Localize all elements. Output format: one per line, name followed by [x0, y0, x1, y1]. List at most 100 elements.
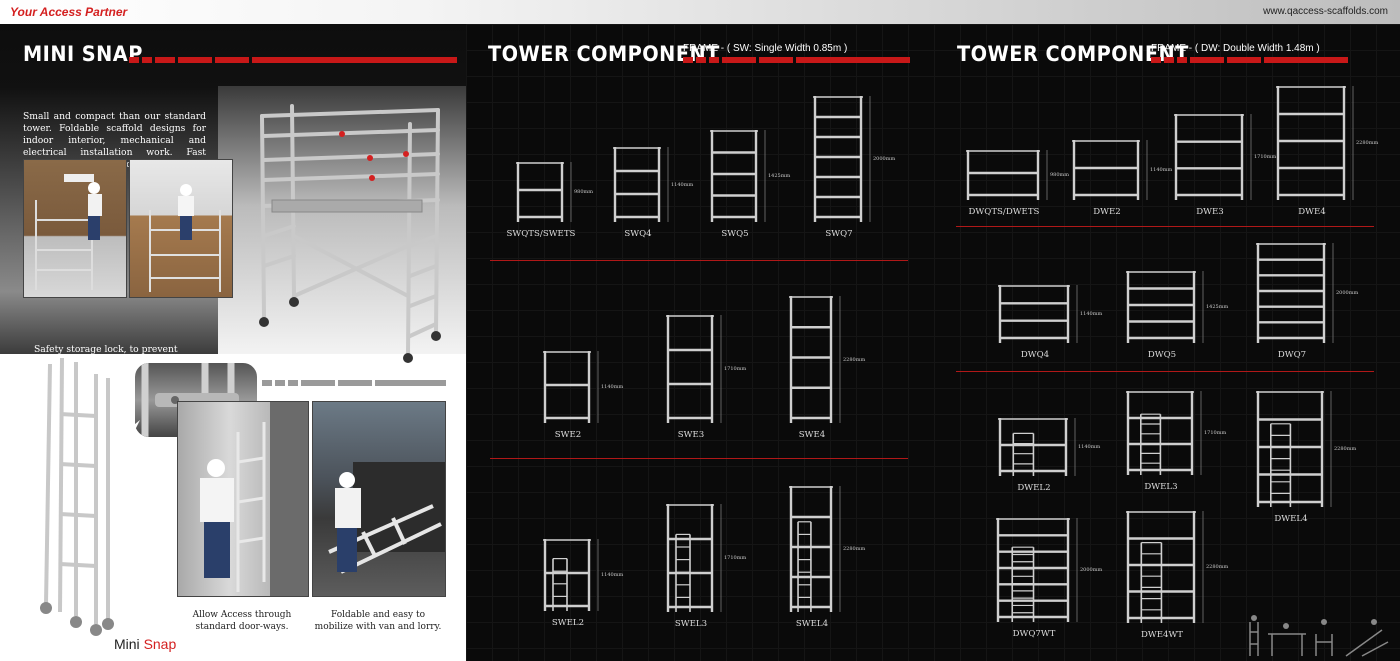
- dimension-line: [869, 96, 871, 222]
- dimension-line: [1352, 86, 1354, 200]
- frame-drawing: [789, 486, 833, 612]
- frame-height-label: 1425mm: [1206, 304, 1229, 310]
- dimension-line: [1146, 140, 1148, 200]
- frame-height-label: 1140mm: [601, 384, 624, 390]
- frame-height-label: 2280mm: [1356, 140, 1379, 146]
- tower-component-panel: TOWER COMPONENT FRAME - ( SW: Single Wid…: [466, 24, 1400, 661]
- mini-snap-title: MINI SNAP: [23, 42, 143, 66]
- frame-code-label: DWQ5: [1147, 350, 1177, 360]
- tagline: Your Access Partner: [10, 5, 128, 19]
- frame-code-label: SWQTS/SWETS: [506, 229, 576, 239]
- frame-code-label: SWEL2: [551, 618, 585, 628]
- frame-code-label: DWE4: [1298, 207, 1326, 217]
- frame-code-label: SWQ4: [624, 229, 652, 239]
- frame-drawing: [996, 518, 1070, 622]
- dw-section-subtitle: FRAME - ( DW: Double Width 1.48m ): [1151, 43, 1320, 54]
- frame-height-label: 2000mm: [873, 156, 896, 162]
- scaffold-photo-graphic: [35, 174, 102, 290]
- title-underline: [129, 57, 457, 63]
- frame-height-label: 2280mm: [843, 356, 866, 363]
- dimension-line: [720, 315, 722, 423]
- frame-code-label: SWEL3: [674, 619, 708, 629]
- van-photo-graphic: [328, 462, 445, 574]
- frame-code-label: DWEL3: [1144, 482, 1178, 492]
- frame-height-label: 1425mm: [768, 173, 791, 179]
- website-link[interactable]: www.qaccess-scaffolds.com: [1263, 6, 1388, 17]
- door-access-caption: Allow Access through standard door-ways.: [192, 610, 292, 632]
- safety-lock-text: Safety storage lock, to prevent scaffold…: [34, 344, 178, 379]
- frame-drawing: [1256, 391, 1324, 507]
- frame-drawing: [543, 539, 591, 611]
- sw-title-underline: [683, 57, 910, 63]
- scaffold-usage-icons: [1249, 615, 1389, 657]
- top-bar: Your Access Partner www.qaccess-scaffold…: [0, 0, 1400, 24]
- frame-drawing: [998, 285, 1070, 343]
- install-photo-2: [129, 159, 233, 298]
- frame-drawing: [966, 150, 1040, 200]
- frame-code-label: DWE2: [1093, 207, 1121, 217]
- frame-drawing: [666, 315, 714, 423]
- frame-height-label: 1140mm: [1080, 311, 1103, 317]
- dimension-line: [1076, 285, 1078, 343]
- dimension-line: [1076, 518, 1078, 622]
- sw-row-divider-2: [490, 458, 908, 459]
- frame-height-label: 1140mm: [1150, 167, 1173, 173]
- door-access-photo: [177, 401, 309, 597]
- frame-height-label: 980mm: [1050, 172, 1070, 178]
- frame-drawing: [666, 504, 714, 612]
- frame-code-label: SWQ7: [825, 229, 853, 239]
- door-photo-graphic: [200, 402, 308, 596]
- dimension-line: [1202, 271, 1204, 343]
- dimension-line: [1330, 391, 1332, 507]
- frame-height-label: 1140mm: [601, 572, 624, 578]
- frame-height-label: 1140mm: [1078, 444, 1101, 450]
- sw-section-subtitle: FRAME - ( SW: Single Width 0.85m ): [683, 43, 848, 54]
- frame-code-label: DWQTS/DWETS: [968, 207, 1040, 217]
- frame-drawing: [1256, 243, 1326, 343]
- lock-closeup-graphic: [141, 363, 239, 437]
- frame-drawing: [998, 418, 1068, 476]
- frame-drawing: [1276, 86, 1346, 200]
- dimension-line: [1332, 243, 1334, 343]
- mini-snap-panel: MINI SNAP Small and compact than our sta…: [0, 24, 466, 661]
- frame-code-label: DWQ7: [1277, 350, 1307, 360]
- frame-height-label: 1140mm: [671, 181, 694, 188]
- dw-title-underline: [1151, 57, 1348, 63]
- dw-section-title: TOWER COMPONENT: [957, 42, 1189, 66]
- dimension-line: [1200, 391, 1202, 475]
- frame-height-label: 2000mm: [1336, 290, 1359, 296]
- frame-code-label: DWQ7WT: [1012, 629, 1056, 639]
- frame-code-label: DWE4WT: [1140, 630, 1184, 640]
- dimension-line: [597, 351, 599, 423]
- frame-height-label: 2000mm: [1080, 567, 1103, 573]
- dimension-line: [1074, 418, 1076, 476]
- dimension-line: [1250, 114, 1252, 200]
- dimension-line: [570, 162, 572, 222]
- frame-height-label: 1710mm: [1254, 154, 1277, 160]
- frame-code-label: DWEL4: [1274, 514, 1308, 524]
- dimension-line: [764, 130, 766, 222]
- frame-code-label: SWQ5: [721, 229, 749, 239]
- dw-row-divider-2: [956, 371, 1374, 372]
- frame-height-label: 1710mm: [724, 555, 747, 561]
- frame-drawing: [516, 162, 564, 222]
- mini-snap-tower-image: [259, 104, 441, 363]
- frame-drawing: [1126, 271, 1196, 343]
- frame-height-label: 2280mm: [843, 546, 866, 552]
- dw-row-divider-1: [956, 226, 1374, 227]
- dimension-line: [839, 486, 841, 612]
- sw-section-title: TOWER COMPONENT: [488, 42, 720, 66]
- van-loading-caption: Foldable and easy to mobilize with van a…: [314, 610, 442, 632]
- frame-drawing: [789, 296, 833, 423]
- frame-drawing: [813, 96, 863, 222]
- frame-height-label: 2280mm: [1334, 446, 1357, 452]
- scaffold-photo-graphic: [149, 184, 221, 292]
- van-loading-photo: [312, 401, 446, 597]
- frame-drawing: [1174, 114, 1244, 200]
- dimension-line: [839, 296, 841, 423]
- frame-code-label: SWE2: [554, 430, 582, 440]
- frame-code-label: DWE3: [1196, 207, 1224, 217]
- frame-drawing: [1126, 511, 1196, 623]
- frame-height-label: 980mm: [574, 189, 594, 195]
- dimension-line: [1046, 150, 1048, 200]
